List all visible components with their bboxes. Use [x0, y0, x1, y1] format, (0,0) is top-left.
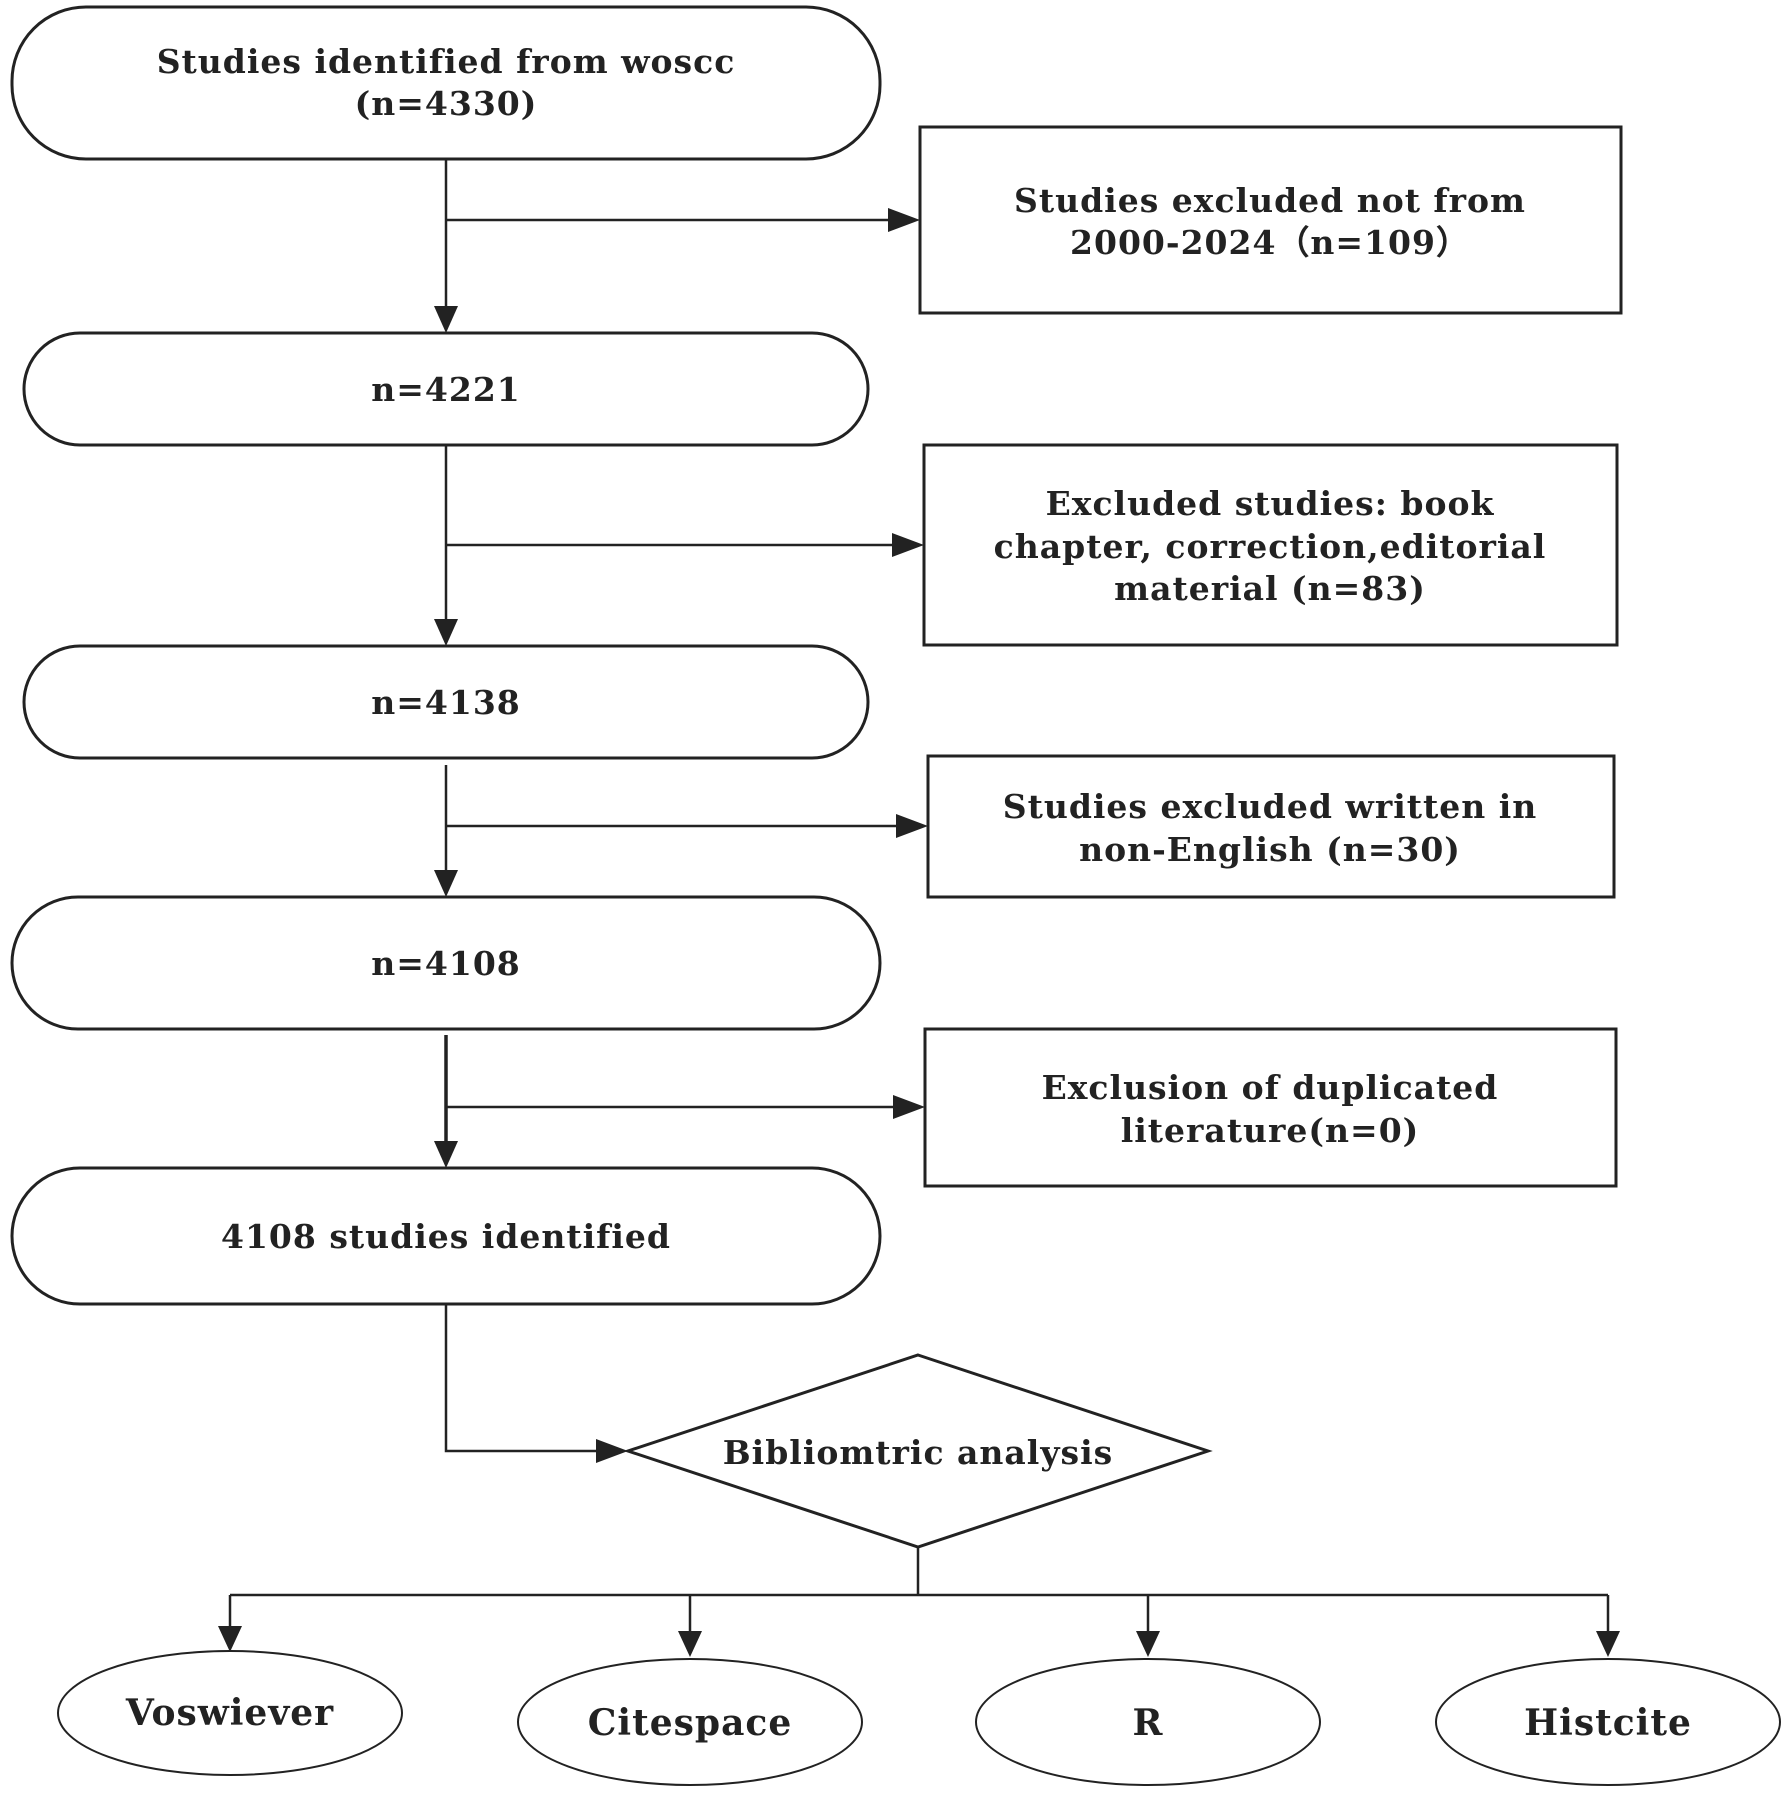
- exclusion-box-years-line2: 2000-2024（n=109）: [1070, 223, 1470, 262]
- start-node: Studies identified from woscc (n=4330): [10, 5, 882, 161]
- exclusion-box-language-line2: non-English (n=30): [1079, 830, 1461, 869]
- tool-r-label: R: [1133, 1702, 1164, 1744]
- step-node-4108: n=4108: [10, 895, 882, 1031]
- tool-histcite-label: Histcite: [1524, 1702, 1692, 1744]
- tool-voswiever-ellipse: [57, 1650, 403, 1776]
- exclusion-box-duplicates-line1: Exclusion of duplicated: [1042, 1068, 1499, 1107]
- start-node-line1: Studies identified from woscc: [157, 42, 736, 81]
- tool-citespace: Citespace: [517, 1658, 863, 1786]
- tool-r-ellipse: [975, 1658, 1321, 1786]
- connector-decision-to-tools: [218, 1547, 1620, 1657]
- exclusion-box-language: Studies excluded written in non-English …: [926, 754, 1616, 899]
- tool-citespace-label: Citespace: [588, 1702, 792, 1744]
- exclusion-box-doctype-line3: material (n=83): [1114, 569, 1426, 608]
- final-node: 4108 studies identified: [10, 1166, 882, 1306]
- decision-diamond-text: Bibliomtric analysis: [723, 1433, 1113, 1472]
- tool-histcite: Histcite: [1435, 1658, 1781, 1786]
- connector-to-exclusion-years: [446, 208, 920, 232]
- exclusion-box-doctype-line2: chapter, correction,editorial: [994, 527, 1547, 566]
- step-node-4138: n=4138: [22, 644, 870, 760]
- exclusion-box-years: Studies excluded not from 2000-2024（n=10…: [918, 125, 1623, 315]
- decision-diamond: Bibliomtric analysis: [623, 1353, 1213, 1549]
- start-node-line2: (n=4330): [355, 84, 538, 123]
- step-node-4108-text: n=4108: [371, 944, 521, 983]
- connector-start-to-4221: [434, 159, 458, 333]
- connector-to-exclusion-duplicates: [446, 1095, 925, 1119]
- exclusion-box-duplicates: Exclusion of duplicated literature(n=0): [923, 1027, 1618, 1188]
- connector-4221-to-4138: [434, 445, 458, 646]
- exclusion-box-doctype-line1: Excluded studies: book: [1046, 484, 1495, 523]
- connector-to-exclusion-language: [446, 814, 928, 838]
- exclusion-box-duplicates-line2: literature(n=0): [1121, 1111, 1420, 1150]
- exclusion-box-doctype: Excluded studies: book chapter, correcti…: [922, 443, 1619, 647]
- step-node-4138-text: n=4138: [371, 683, 521, 722]
- connector-4108-to-final: [434, 1035, 458, 1168]
- tool-histcite-ellipse: [1435, 1658, 1781, 1786]
- final-node-text: 4108 studies identified: [221, 1217, 671, 1256]
- step-node-4221: n=4221: [22, 331, 870, 447]
- connector-to-exclusion-doctype: [446, 533, 924, 557]
- connector-4138-to-4108: [434, 765, 458, 897]
- tool-citespace-ellipse: [517, 1658, 863, 1786]
- step-node-4221-text: n=4221: [371, 370, 521, 409]
- exclusion-box-language-line1: Studies excluded written in: [1003, 787, 1538, 826]
- tool-voswiever-label: Voswiever: [125, 1692, 334, 1734]
- tool-r: R: [975, 1658, 1321, 1786]
- exclusion-box-years-line1: Studies excluded not from: [1014, 181, 1526, 220]
- connector-final-to-decision: [444, 1304, 628, 1463]
- tool-voswiever: Voswiever: [57, 1650, 403, 1776]
